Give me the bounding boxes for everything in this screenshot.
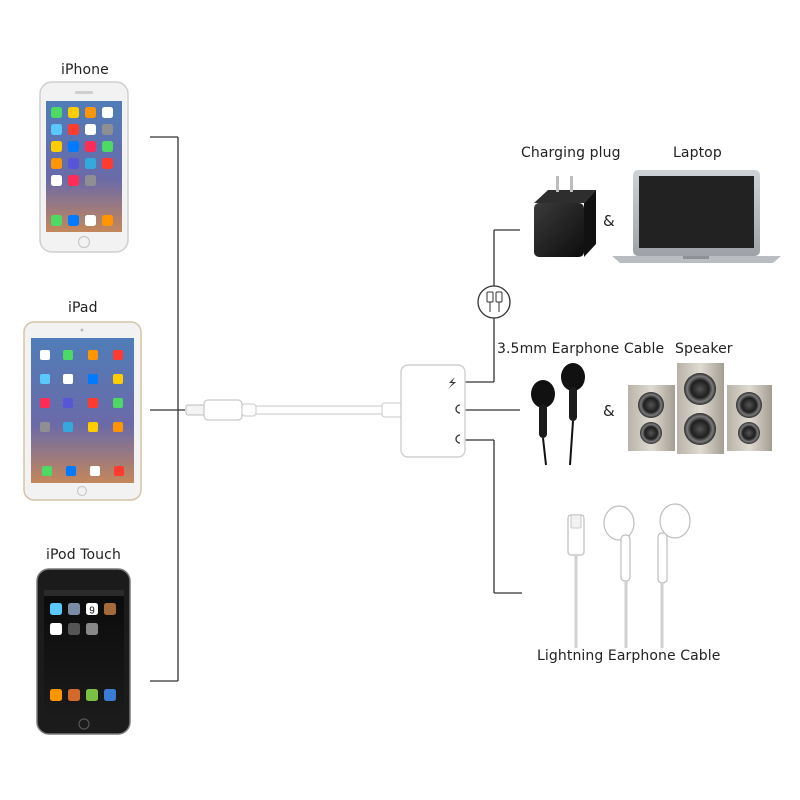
ipad-app-grid <box>40 350 124 476</box>
label-charging-plug: Charging plug <box>521 145 621 161</box>
charging-bolt-icon <box>448 377 456 389</box>
headphone-jack-icon <box>455 404 461 414</box>
charging-plug-image <box>534 176 596 257</box>
ipad-device <box>23 321 142 501</box>
iphone-device <box>39 81 129 253</box>
ipod-app-grid: 9 <box>50 603 116 701</box>
adapter-box <box>400 364 466 458</box>
output-lines <box>465 229 522 594</box>
iphone-app-grid <box>51 107 113 226</box>
ampersand-earphone-speaker: & <box>603 402 615 420</box>
ampersand-charging-laptop: & <box>603 212 615 230</box>
ipod-touch-device: 9 <box>36 568 131 735</box>
label-ipod-touch: iPod Touch <box>46 547 121 563</box>
lightning-cable-icon <box>477 285 511 319</box>
label-iphone: iPhone <box>61 62 109 78</box>
label-speaker: Speaker <box>675 341 733 357</box>
headphone-jack-icon-2 <box>455 434 461 444</box>
lightning-cable <box>185 399 403 421</box>
laptop-image <box>612 170 781 263</box>
label-ipad: iPad <box>68 300 98 316</box>
ipod-calendar-day: 9 <box>89 606 95 617</box>
device-bracket <box>150 136 185 682</box>
label-lightning-earphone: Lightning Earphone Cable <box>537 648 721 664</box>
label-laptop: Laptop <box>673 145 722 161</box>
earphones-35mm-image <box>531 363 585 466</box>
lightning-earphones-image <box>567 503 691 648</box>
speaker-image <box>628 363 772 454</box>
label-earphone-35: 3.5mm Earphone Cable <box>497 341 665 357</box>
